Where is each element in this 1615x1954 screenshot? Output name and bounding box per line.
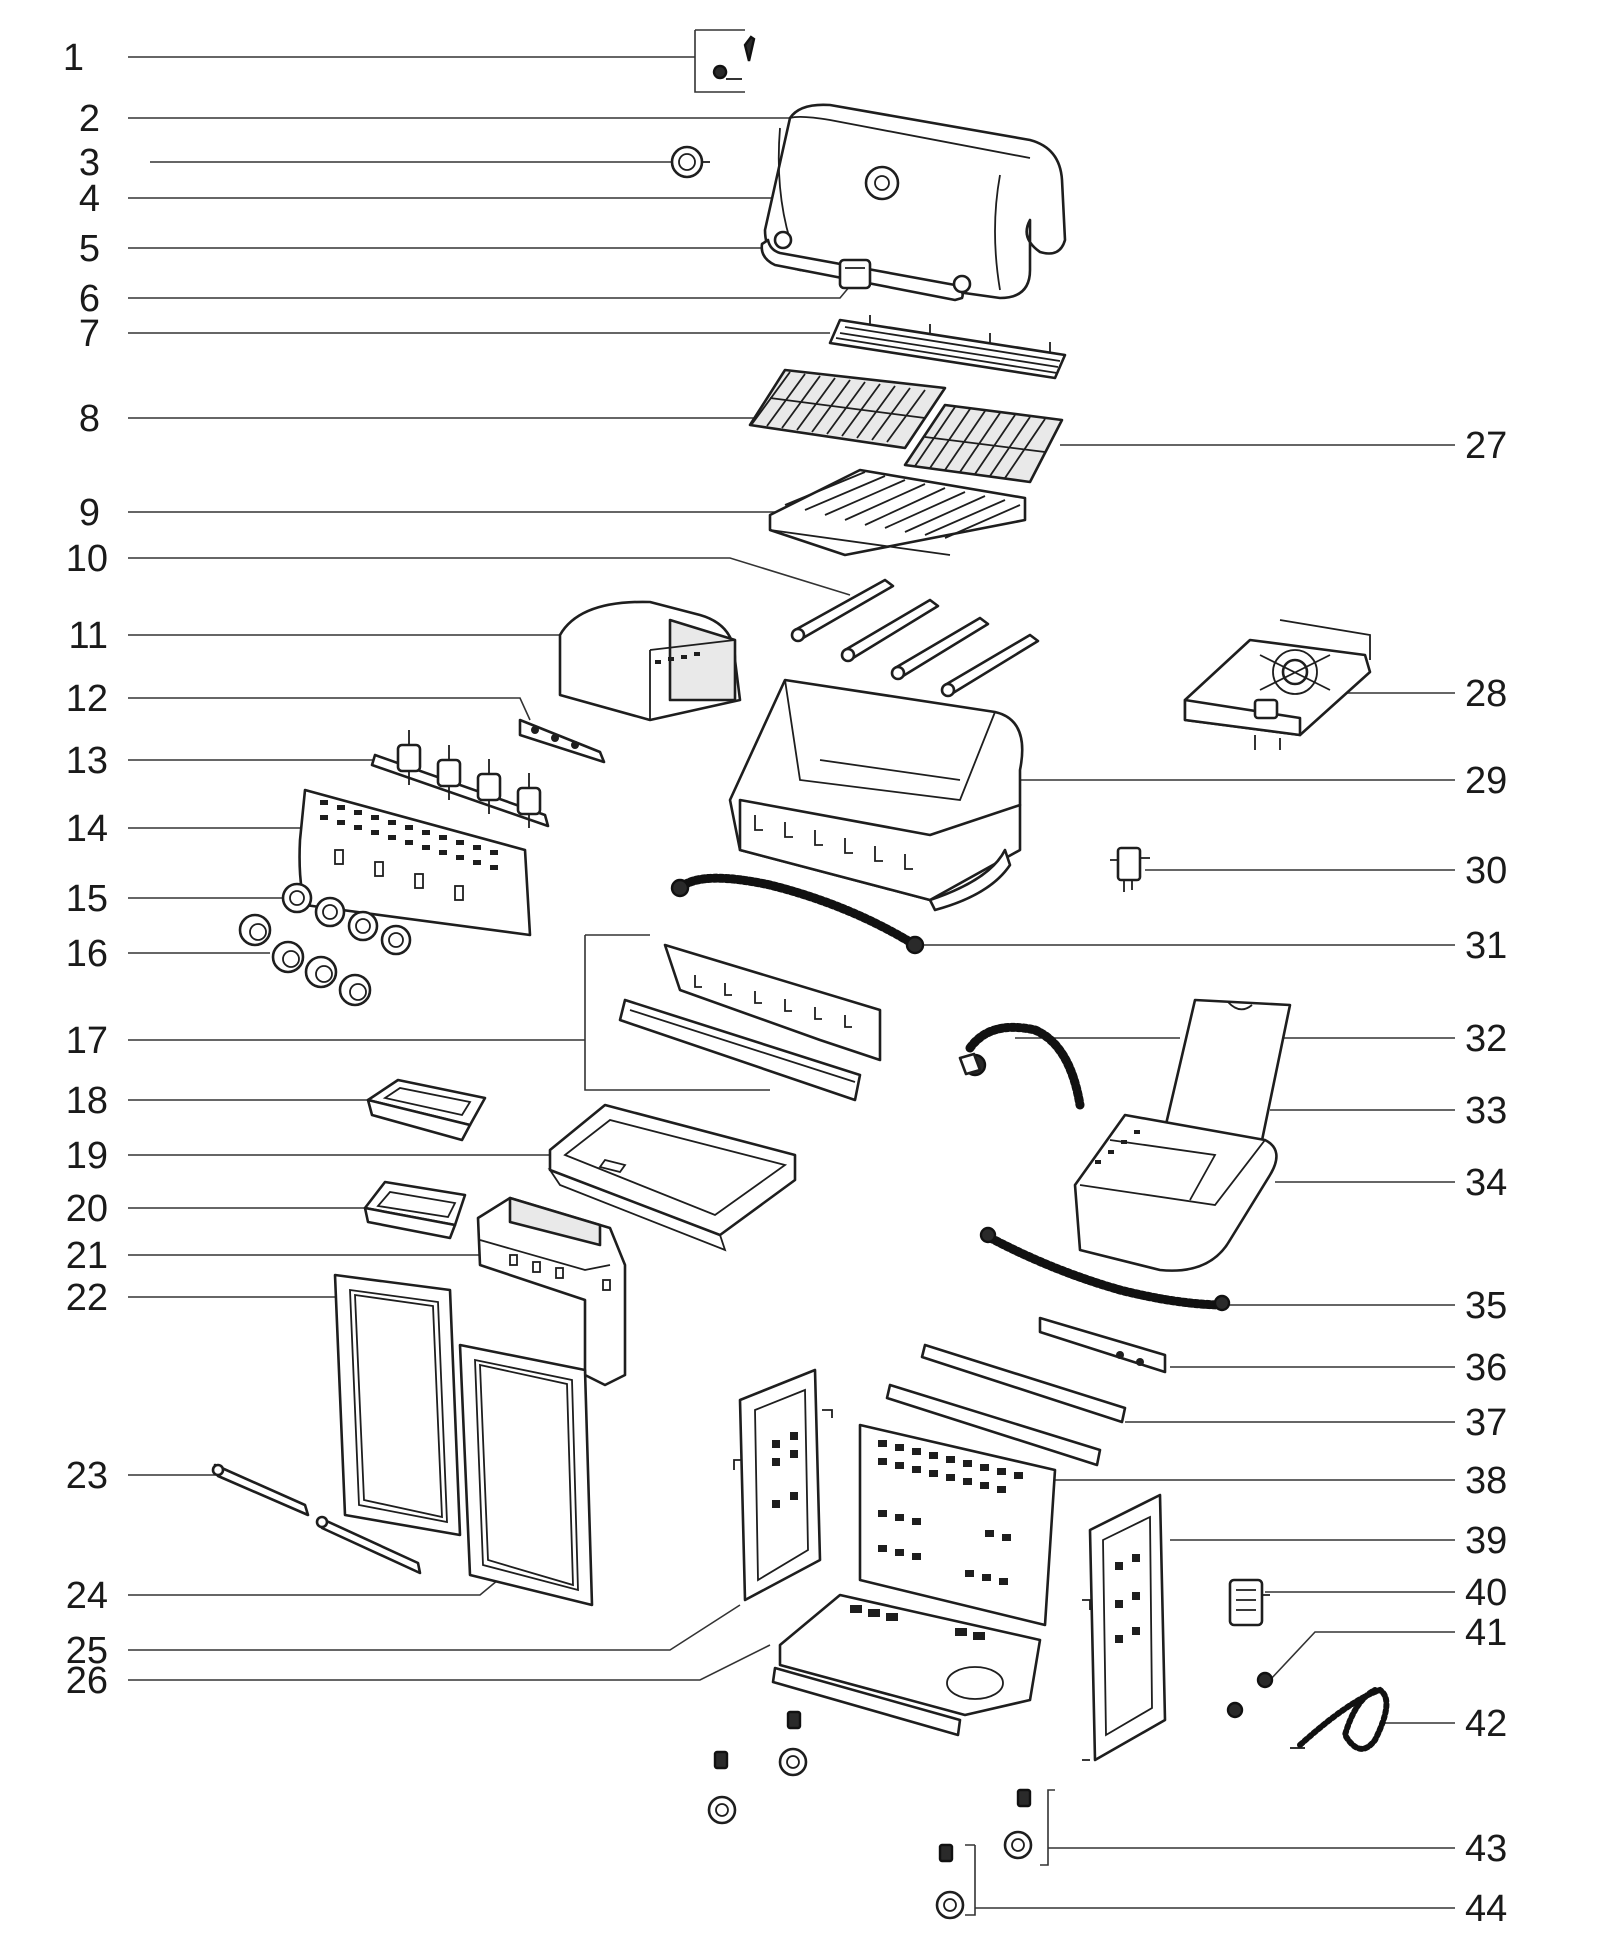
part-26-bottom-shelf xyxy=(771,1593,1042,1737)
part-37-crossbars xyxy=(885,1343,1127,1467)
callout-29: 29 xyxy=(1465,760,1507,802)
callout-1: 1 xyxy=(63,37,84,79)
parts xyxy=(211,35,1390,1920)
part-14-control-panel xyxy=(298,788,532,937)
part-40-battery-box xyxy=(1228,1578,1270,1627)
part-1-screws xyxy=(712,35,756,80)
callout-33: 33 xyxy=(1465,1090,1507,1132)
callout-22: 22 xyxy=(66,1277,108,1319)
callout-labels: 1 2 3 4 5 6 7 8 9 10 11 12 13 14 15 16 1… xyxy=(63,37,1507,1930)
callout-31: 31 xyxy=(1465,925,1507,967)
part-20-drip-pan xyxy=(363,1180,467,1240)
part-22-left-door xyxy=(333,1273,462,1537)
callout-9: 9 xyxy=(79,492,100,534)
part-29-cookbox xyxy=(728,678,1024,912)
callout-35: 35 xyxy=(1465,1285,1507,1327)
part-39-right-panel xyxy=(1082,1493,1167,1762)
part-13-manifold xyxy=(370,730,550,828)
part-36-bracket xyxy=(1038,1316,1167,1374)
leader-44 xyxy=(965,1844,1455,1916)
part-30-igniter xyxy=(1110,846,1150,892)
callout-40: 40 xyxy=(1465,1572,1507,1614)
callout-24: 24 xyxy=(66,1575,108,1617)
callout-20: 20 xyxy=(66,1188,108,1230)
callout-15: 15 xyxy=(66,878,108,920)
part-25-left-panel xyxy=(733,1368,833,1602)
callout-8: 8 xyxy=(79,398,100,440)
part-41-nuts xyxy=(1226,1671,1274,1719)
callout-30: 30 xyxy=(1465,850,1507,892)
part-16-knobs xyxy=(238,913,372,1007)
part-15-bezels xyxy=(281,882,412,956)
leader-24 xyxy=(128,1569,511,1596)
part-8-cooking-grate xyxy=(748,368,947,450)
callout-5: 5 xyxy=(79,228,100,270)
callout-17: 17 xyxy=(66,1020,108,1062)
callout-4: 4 xyxy=(79,178,100,220)
callout-32: 32 xyxy=(1465,1018,1507,1060)
callout-36: 36 xyxy=(1465,1347,1507,1389)
part-28-side-burner xyxy=(1183,619,1372,750)
part-32-regulator-hose xyxy=(958,1022,1085,1110)
part-24-right-door xyxy=(458,1343,594,1607)
part-42-igniter-wire xyxy=(1290,1686,1390,1752)
callout-38: 38 xyxy=(1465,1460,1507,1502)
part-19-bottom-tray xyxy=(547,1103,797,1252)
callout-25: 25 xyxy=(66,1630,108,1672)
callout-39: 39 xyxy=(1465,1520,1507,1562)
callout-21: 21 xyxy=(66,1235,108,1277)
callout-19: 19 xyxy=(66,1135,108,1177)
leader-41 xyxy=(1269,1631,1455,1681)
callout-11: 11 xyxy=(69,615,108,657)
part-9-flavorizer-bars xyxy=(768,468,1027,557)
part-17-burner-support xyxy=(618,943,882,1102)
part-21-frame-front xyxy=(476,1196,627,1387)
callout-27: 27 xyxy=(1465,425,1507,467)
callout-44: 44 xyxy=(1465,1888,1507,1930)
callout-10: 10 xyxy=(66,538,108,580)
callout-41: 41 xyxy=(1465,1612,1507,1654)
part-31-hose xyxy=(670,873,925,955)
callout-3: 3 xyxy=(79,142,100,184)
callout-23: 23 xyxy=(66,1455,108,1497)
bracket-1 xyxy=(694,29,745,93)
callout-42: 42 xyxy=(1465,1703,1507,1745)
part-35-hose xyxy=(979,1226,1231,1312)
callout-34: 34 xyxy=(1465,1162,1507,1204)
callout-26: 26 xyxy=(66,1660,108,1702)
callout-43: 43 xyxy=(1465,1828,1507,1870)
part-7-warming-rack xyxy=(828,315,1067,380)
callout-28: 28 xyxy=(1465,673,1507,715)
callout-7: 7 xyxy=(79,313,100,355)
leader-25 xyxy=(128,1604,741,1651)
callout-18: 18 xyxy=(66,1080,108,1122)
part-10-burner-tubes xyxy=(790,578,1040,698)
leader-43 xyxy=(1040,1789,1455,1866)
leader-6 xyxy=(128,279,856,299)
part-11-control-cover xyxy=(558,600,742,722)
part-3-thermometer xyxy=(670,145,710,179)
callout-16: 16 xyxy=(66,933,108,975)
part-18-tray xyxy=(366,1078,487,1142)
callout-37: 37 xyxy=(1465,1402,1507,1444)
part-4-bezel xyxy=(864,165,900,201)
leader-17 xyxy=(128,934,770,1091)
part-27-cooking-grate xyxy=(903,403,1064,484)
leader-12 xyxy=(128,697,531,721)
part-6-handle-bracket xyxy=(838,258,872,290)
parts-casters xyxy=(707,1710,1033,1920)
part-38-rear-panel xyxy=(858,1423,1057,1627)
callout-6: 6 xyxy=(79,278,100,320)
callout-12: 12 xyxy=(66,678,108,720)
leader-26 xyxy=(128,1644,771,1681)
callout-14: 14 xyxy=(66,808,108,850)
leader-10 xyxy=(128,557,851,596)
part-12-igniter-bracket xyxy=(518,718,606,764)
part-23-door-handles xyxy=(211,1463,422,1575)
callout-13: 13 xyxy=(66,740,108,782)
part-34-side-table xyxy=(1073,1113,1278,1272)
callout-2: 2 xyxy=(79,98,100,140)
